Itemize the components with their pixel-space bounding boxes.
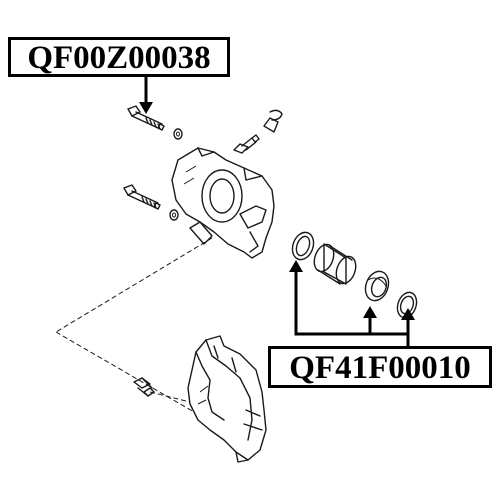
arrow-top-label bbox=[139, 77, 153, 114]
caliper-bracket bbox=[187, 335, 267, 463]
bleeder-screw bbox=[233, 134, 260, 154]
piston-seal bbox=[291, 231, 315, 261]
part-number-label-repair-kit: QF41F00010 bbox=[268, 346, 492, 388]
part-number-label-caliper-bolt: QF00Z00038 bbox=[8, 37, 230, 77]
lower-guide-bolt bbox=[123, 184, 161, 210]
caliper-piston bbox=[313, 243, 357, 285]
upper-guide-bolt bbox=[127, 105, 165, 131]
lower-washer bbox=[169, 209, 179, 221]
bleeder-cap bbox=[263, 109, 283, 133]
dust-boot bbox=[364, 270, 390, 302]
caliper-body bbox=[171, 147, 275, 259]
upper-washer bbox=[173, 128, 183, 140]
bracket-bolt bbox=[133, 377, 155, 397]
arrows-bottom-label bbox=[289, 260, 415, 346]
retaining-ring bbox=[396, 291, 418, 319]
alignment-lines bbox=[55, 237, 213, 413]
